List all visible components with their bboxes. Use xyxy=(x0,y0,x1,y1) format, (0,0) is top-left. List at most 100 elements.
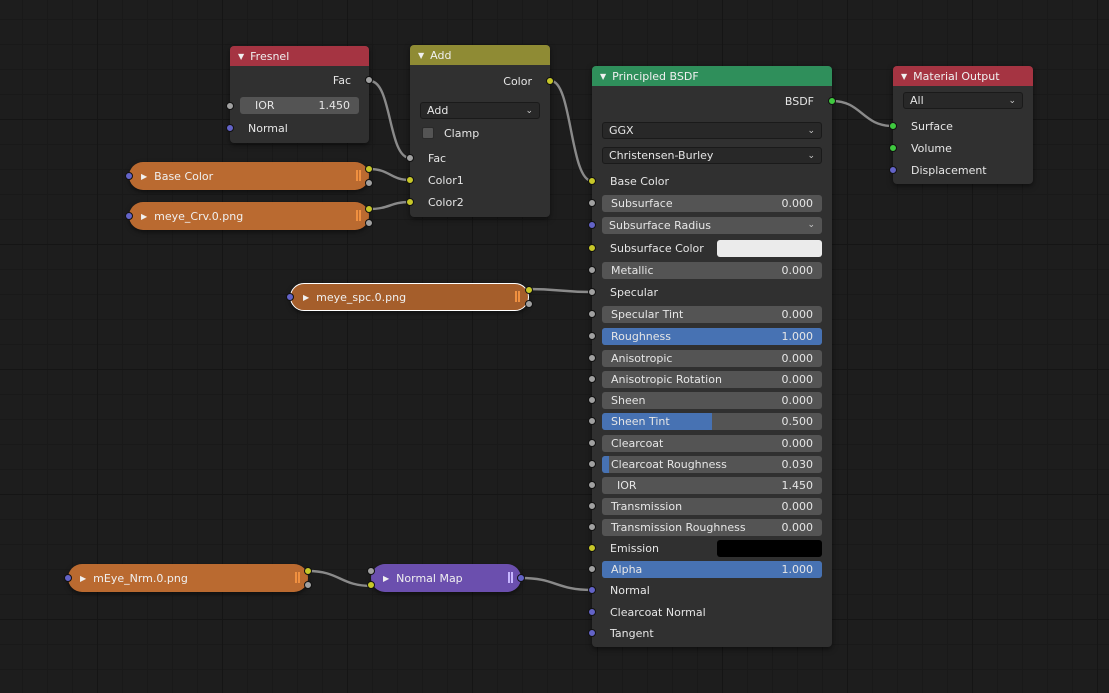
alpha-value: 1.000 xyxy=(781,562,814,576)
sheen-field[interactable]: Sheen 0.000 xyxy=(602,391,822,409)
normal-map-color-input-socket[interactable] xyxy=(367,581,375,589)
spc-alpha-output-socket[interactable] xyxy=(525,300,533,308)
subsurface-field[interactable]: Subsurface 0.000 xyxy=(602,194,822,212)
add-color-output-socket[interactable] xyxy=(546,77,554,85)
nrm-vector-input-socket[interactable] xyxy=(64,574,72,582)
collapse-arrow-icon[interactable]: ▼ xyxy=(238,51,245,61)
normal-map-strength-input-socket[interactable] xyxy=(367,567,375,575)
base-color-alpha-output-socket[interactable] xyxy=(365,179,373,187)
sheen-input-socket[interactable] xyxy=(588,396,596,404)
ior-field[interactable]: IOR 1.450 xyxy=(602,476,822,494)
sheen-tint-slider[interactable]: Sheen Tint 0.500 xyxy=(602,412,822,430)
fresnel-header[interactable]: ▼ Fresnel xyxy=(230,46,369,66)
collapse-arrow-icon[interactable]: ▼ xyxy=(901,71,908,81)
add-fac-input-socket[interactable] xyxy=(406,154,414,162)
subsurface-radius-input-socket[interactable] xyxy=(588,221,596,229)
transmission-input-socket[interactable] xyxy=(588,502,596,510)
expand-arrow-icon[interactable]: ▶ xyxy=(303,292,310,302)
clamp-checkbox[interactable] xyxy=(422,127,434,139)
tangent-input-socket[interactable] xyxy=(588,629,596,637)
anisotropic-input-socket[interactable] xyxy=(588,354,596,362)
roughness-slider[interactable]: Roughness 1.000 xyxy=(602,327,822,345)
alpha-slider[interactable]: Alpha 1.000 xyxy=(602,560,822,578)
alpha-input-socket[interactable] xyxy=(588,565,596,573)
expand-arrow-icon[interactable]: ▶ xyxy=(141,211,148,221)
clearcoat-normal-input-socket[interactable] xyxy=(588,608,596,616)
transmission-roughness-field[interactable]: Transmission Roughness 0.000 xyxy=(602,518,822,536)
add-color2-input-socket[interactable] xyxy=(406,198,414,206)
specular-tint-input-socket[interactable] xyxy=(588,310,596,318)
specular-tint-field[interactable]: Specular Tint 0.000 xyxy=(602,305,822,323)
add-color1-input-socket[interactable] xyxy=(406,176,414,184)
emission-color-swatch[interactable] xyxy=(717,539,822,557)
normal-map-node[interactable]: ▶ Normal Map xyxy=(367,564,525,592)
fresnel-ior-field[interactable]: IOR 1.450 xyxy=(240,97,359,114)
clearcoat-input-socket[interactable] xyxy=(588,439,596,447)
render-target-select[interactable]: All ⌄ xyxy=(903,92,1023,109)
fresnel-ior-input-socket[interactable] xyxy=(226,102,234,110)
anisotropic-rotation-field[interactable]: Anisotropic Rotation 0.000 xyxy=(602,370,822,388)
roughness-value: 1.000 xyxy=(781,329,814,343)
specular-input-socket[interactable] xyxy=(588,288,596,296)
spc-color-output-socket[interactable] xyxy=(525,286,533,294)
metallic-field[interactable]: Metallic 0.000 xyxy=(602,261,822,279)
spc-texture-node[interactable]: ▶ meye_spc.0.png xyxy=(286,283,533,311)
expand-arrow-icon[interactable]: ▶ xyxy=(383,573,390,583)
subsurface-input-socket[interactable] xyxy=(588,199,596,207)
emission-input-socket[interactable] xyxy=(588,544,596,552)
base-color-texture-node[interactable]: ▶ Base Color xyxy=(125,162,373,190)
base-color-input-socket[interactable] xyxy=(588,177,596,185)
anisotropic-rotation-input-socket[interactable] xyxy=(588,375,596,383)
crv-vector-input-socket[interactable] xyxy=(125,212,133,220)
emission-label: Emission xyxy=(610,541,659,555)
collapse-arrow-icon[interactable]: ▼ xyxy=(418,50,425,60)
bsdf-output-socket[interactable] xyxy=(828,97,836,105)
transmission-field[interactable]: Transmission 0.000 xyxy=(602,497,822,515)
clearcoat-roughness-slider[interactable]: Clearcoat Roughness 0.030 xyxy=(602,455,822,473)
surface-input-socket[interactable] xyxy=(889,122,897,130)
base-color-color-output-socket[interactable] xyxy=(365,165,373,173)
bsdf-output-label: BSDF xyxy=(784,94,814,108)
add-header[interactable]: ▼ Add xyxy=(410,45,550,65)
ior-input-socket[interactable] xyxy=(588,481,596,489)
distribution-select[interactable]: GGX ⌄ xyxy=(602,122,822,139)
crv-texture-node[interactable]: ▶ meye_Crv.0.png xyxy=(125,202,373,230)
displacement-input-socket[interactable] xyxy=(889,166,897,174)
expand-arrow-icon[interactable]: ▶ xyxy=(80,573,87,583)
add-blend-mode-select[interactable]: Add ⌄ xyxy=(420,102,540,119)
add-color1-label: Color1 xyxy=(428,173,464,187)
subsurface-method-select[interactable]: Christensen-Burley ⌄ xyxy=(602,147,822,164)
sheen-value: 0.000 xyxy=(781,393,814,407)
bsdf-header[interactable]: ▼ Principled BSDF xyxy=(592,66,832,86)
crv-color-output-socket[interactable] xyxy=(365,205,373,213)
normal-map-normal-output-socket[interactable] xyxy=(517,574,525,582)
add-fac-label: Fac xyxy=(428,151,447,165)
nrm-color-output-socket[interactable] xyxy=(304,567,312,575)
roughness-input-socket[interactable] xyxy=(588,332,596,340)
anisotropic-field[interactable]: Anisotropic 0.000 xyxy=(602,349,822,367)
clearcoat-roughness-input-socket[interactable] xyxy=(588,460,596,468)
material-output-header[interactable]: ▼ Material Output xyxy=(893,66,1033,86)
crv-alpha-output-socket[interactable] xyxy=(365,219,373,227)
subsurface-color-swatch[interactable] xyxy=(717,239,822,257)
add-mix-node[interactable]: ▼ Add Color Add ⌄ Clamp Fac Color1 Color… xyxy=(406,45,554,217)
normal-input-socket[interactable] xyxy=(588,586,596,594)
subsurface-color-input-socket[interactable] xyxy=(588,244,596,252)
material-output-node[interactable]: ▼ Material Output All ⌄ Surface Volume D… xyxy=(889,66,1033,184)
volume-input-socket[interactable] xyxy=(889,144,897,152)
base-color-vector-input-socket[interactable] xyxy=(125,172,133,180)
fresnel-fac-output-socket[interactable] xyxy=(365,76,373,84)
fresnel-normal-input-socket[interactable] xyxy=(226,124,234,132)
nrm-texture-node[interactable]: ▶ mEye_Nrm.0.png xyxy=(64,564,312,592)
principled-bsdf-node[interactable]: ▼ Principled BSDF BSDF GGX ⌄ Christensen… xyxy=(588,66,836,647)
transmission-roughness-input-socket[interactable] xyxy=(588,523,596,531)
spc-vector-input-socket[interactable] xyxy=(286,293,294,301)
nrm-alpha-output-socket[interactable] xyxy=(304,581,312,589)
subsurface-radius-select[interactable]: Subsurface Radius ⌄ xyxy=(602,216,822,234)
collapse-arrow-icon[interactable]: ▼ xyxy=(600,71,607,81)
fresnel-node[interactable]: ▼ Fresnel Fac IOR 1.450 Normal xyxy=(226,46,373,143)
expand-arrow-icon[interactable]: ▶ xyxy=(141,171,148,181)
clearcoat-field[interactable]: Clearcoat 0.000 xyxy=(602,434,822,452)
sheen-tint-input-socket[interactable] xyxy=(588,417,596,425)
metallic-input-socket[interactable] xyxy=(588,266,596,274)
